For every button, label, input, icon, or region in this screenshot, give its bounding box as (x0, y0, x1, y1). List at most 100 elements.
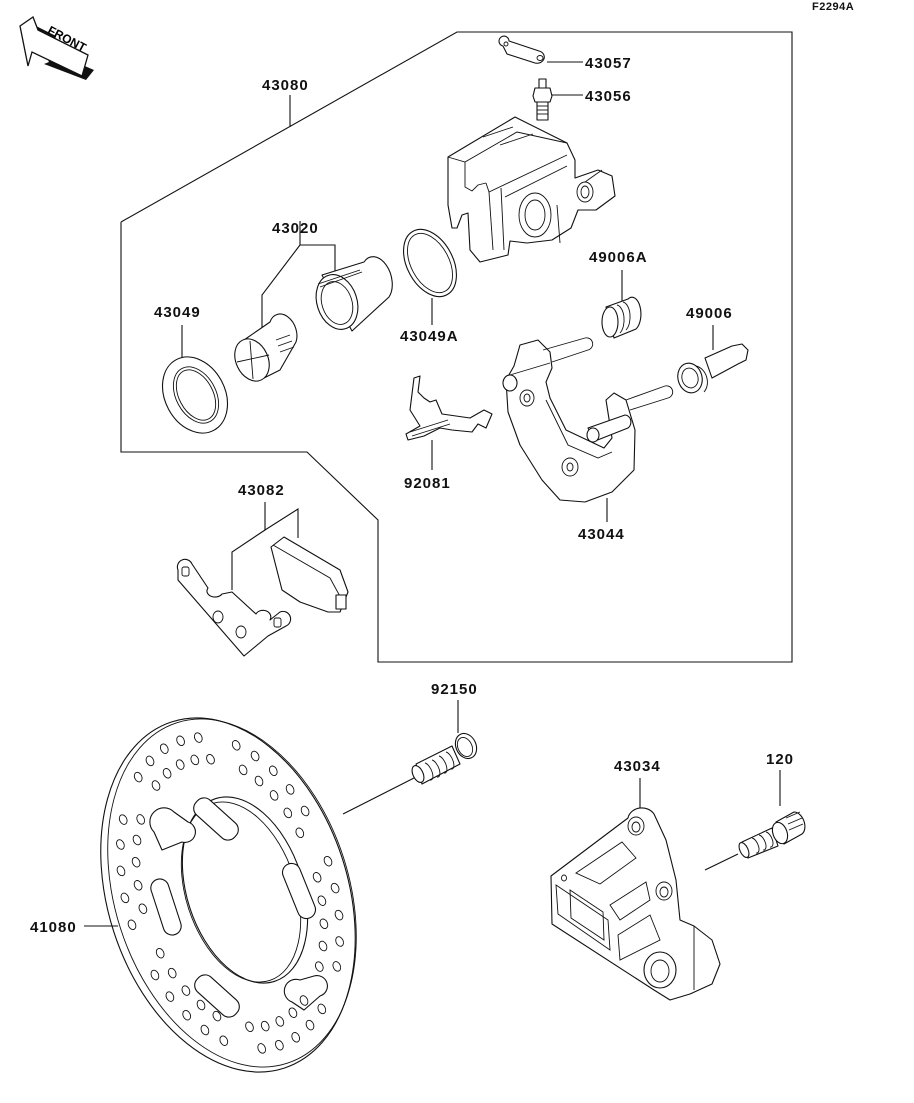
bleeder-valve-part (532, 78, 553, 121)
disc-vent-hole (200, 1024, 210, 1036)
disc-vent-hole (305, 1019, 315, 1031)
label-43080: 43080 (262, 77, 309, 94)
label-43082: 43082 (238, 482, 285, 499)
disc-vent-hole (133, 771, 143, 783)
disc-vent-hole (283, 807, 293, 819)
boot-part (677, 343, 749, 394)
disc-vent-hole (150, 969, 160, 981)
disc-vent-hole (269, 790, 279, 801)
disc-vent-hole (312, 872, 322, 883)
label-43044: 43044 (578, 526, 625, 543)
bracket-bolt-axis-line (704, 853, 739, 871)
label-49006: 49006 (686, 305, 733, 322)
disc-vent-hole (190, 754, 200, 766)
disc-vent-hole (136, 814, 146, 825)
bleeder-cap-part (498, 35, 545, 64)
disc-vent-hole (275, 1039, 284, 1051)
caliper-assembly-outline (120, 31, 793, 663)
disc-vent-hole (275, 1016, 285, 1027)
disc-vent-hole (145, 755, 155, 767)
disc-vent-hole (116, 865, 126, 877)
front-arrow-icon: FRONT (19, 15, 94, 80)
disc-vent-hole (245, 1021, 254, 1033)
disc-vent-hole (181, 985, 191, 996)
label-43057: 43057 (585, 55, 632, 72)
disc-vent-hole (335, 936, 344, 947)
disc-vent-hole (212, 1010, 222, 1022)
disc-vent-hole (118, 814, 128, 825)
label-43034: 43034 (614, 758, 661, 775)
pad-spring-part (405, 375, 493, 441)
disc-vent-hole (330, 882, 340, 894)
label-120: 120 (766, 751, 794, 768)
disc-vent-hole (196, 999, 206, 1011)
disc-vent-hole (319, 918, 329, 930)
diagram-code: F2294A (812, 1, 854, 13)
brake-pad-part (270, 536, 349, 613)
leader-43020-right (299, 221, 336, 287)
caliper-body-part (447, 116, 616, 263)
disc-vent-hole (159, 743, 169, 754)
disc-vent-hole (295, 827, 305, 839)
piston-part (315, 256, 393, 332)
leader-43082-right (264, 502, 299, 538)
brake-disc-part (100, 717, 357, 1073)
disc-vent-hole (138, 903, 148, 914)
disc-vent-hole (182, 1009, 192, 1021)
disc-vent-hole (155, 947, 165, 959)
disc-vent-hole (300, 805, 310, 817)
disc-vent-hole (291, 1032, 301, 1043)
disc-vent-hole (167, 967, 177, 979)
label-43020: 43020 (272, 220, 319, 237)
label-49006A: 49006A (589, 249, 648, 266)
disc-vent-hole (165, 991, 175, 1002)
disc-vent-hole (250, 750, 260, 762)
disc-vent-hole (132, 834, 142, 846)
holder-part (502, 337, 674, 503)
disc-vent-hole (127, 919, 137, 931)
dust-seal-part (161, 356, 229, 434)
label-92081: 92081 (404, 475, 451, 492)
disc-vent-hole (314, 961, 324, 972)
leader-43020-left (261, 244, 301, 330)
boot-a-part (601, 296, 642, 339)
disc-vent-hole (254, 775, 264, 787)
bracket-bolt-part (738, 811, 806, 859)
disc-vent-hole (323, 855, 333, 867)
disc-vent-hole (317, 895, 327, 906)
label-92150: 92150 (431, 681, 478, 698)
label-43049: 43049 (154, 304, 201, 321)
disc-vent-hole (268, 765, 278, 777)
disc-vent-hole (332, 961, 342, 972)
disc-vent-hole (231, 740, 241, 751)
disc-vent-hole (219, 1035, 229, 1046)
disc-vent-hole (299, 995, 309, 1006)
disc-vent-hole (116, 839, 125, 850)
disc-vent-hole (317, 1003, 327, 1015)
bolt-axis-line (342, 777, 415, 815)
disc-vent-hole (176, 735, 185, 747)
disc-vent-hole (131, 856, 141, 868)
disc-vent-hole (288, 1007, 298, 1018)
disc-vent-hole (257, 1043, 267, 1054)
disc-vent-hole (162, 768, 172, 779)
disc-vent-hole (238, 764, 248, 776)
disc-vent-hole (260, 1020, 270, 1032)
piston-insert-part (234, 313, 298, 382)
label-43056: 43056 (585, 88, 632, 105)
disc-vent-hole (334, 909, 344, 921)
disc-vent-hole (318, 940, 328, 952)
disc-vent-hole (133, 880, 143, 891)
piston-seal-part (403, 228, 457, 298)
disc-vent-hole (193, 732, 203, 743)
disc-bolt-part (411, 732, 478, 785)
disc-vent-hole (175, 759, 185, 770)
label-41080: 41080 (30, 919, 77, 936)
pad-shim-part (176, 558, 292, 657)
leader-43082-left (231, 529, 266, 590)
label-43049A: 43049A (400, 328, 459, 345)
disc-vent-hole (285, 784, 295, 795)
caliper-bracket-part (550, 807, 721, 1001)
disc-vent-hole (120, 892, 130, 904)
